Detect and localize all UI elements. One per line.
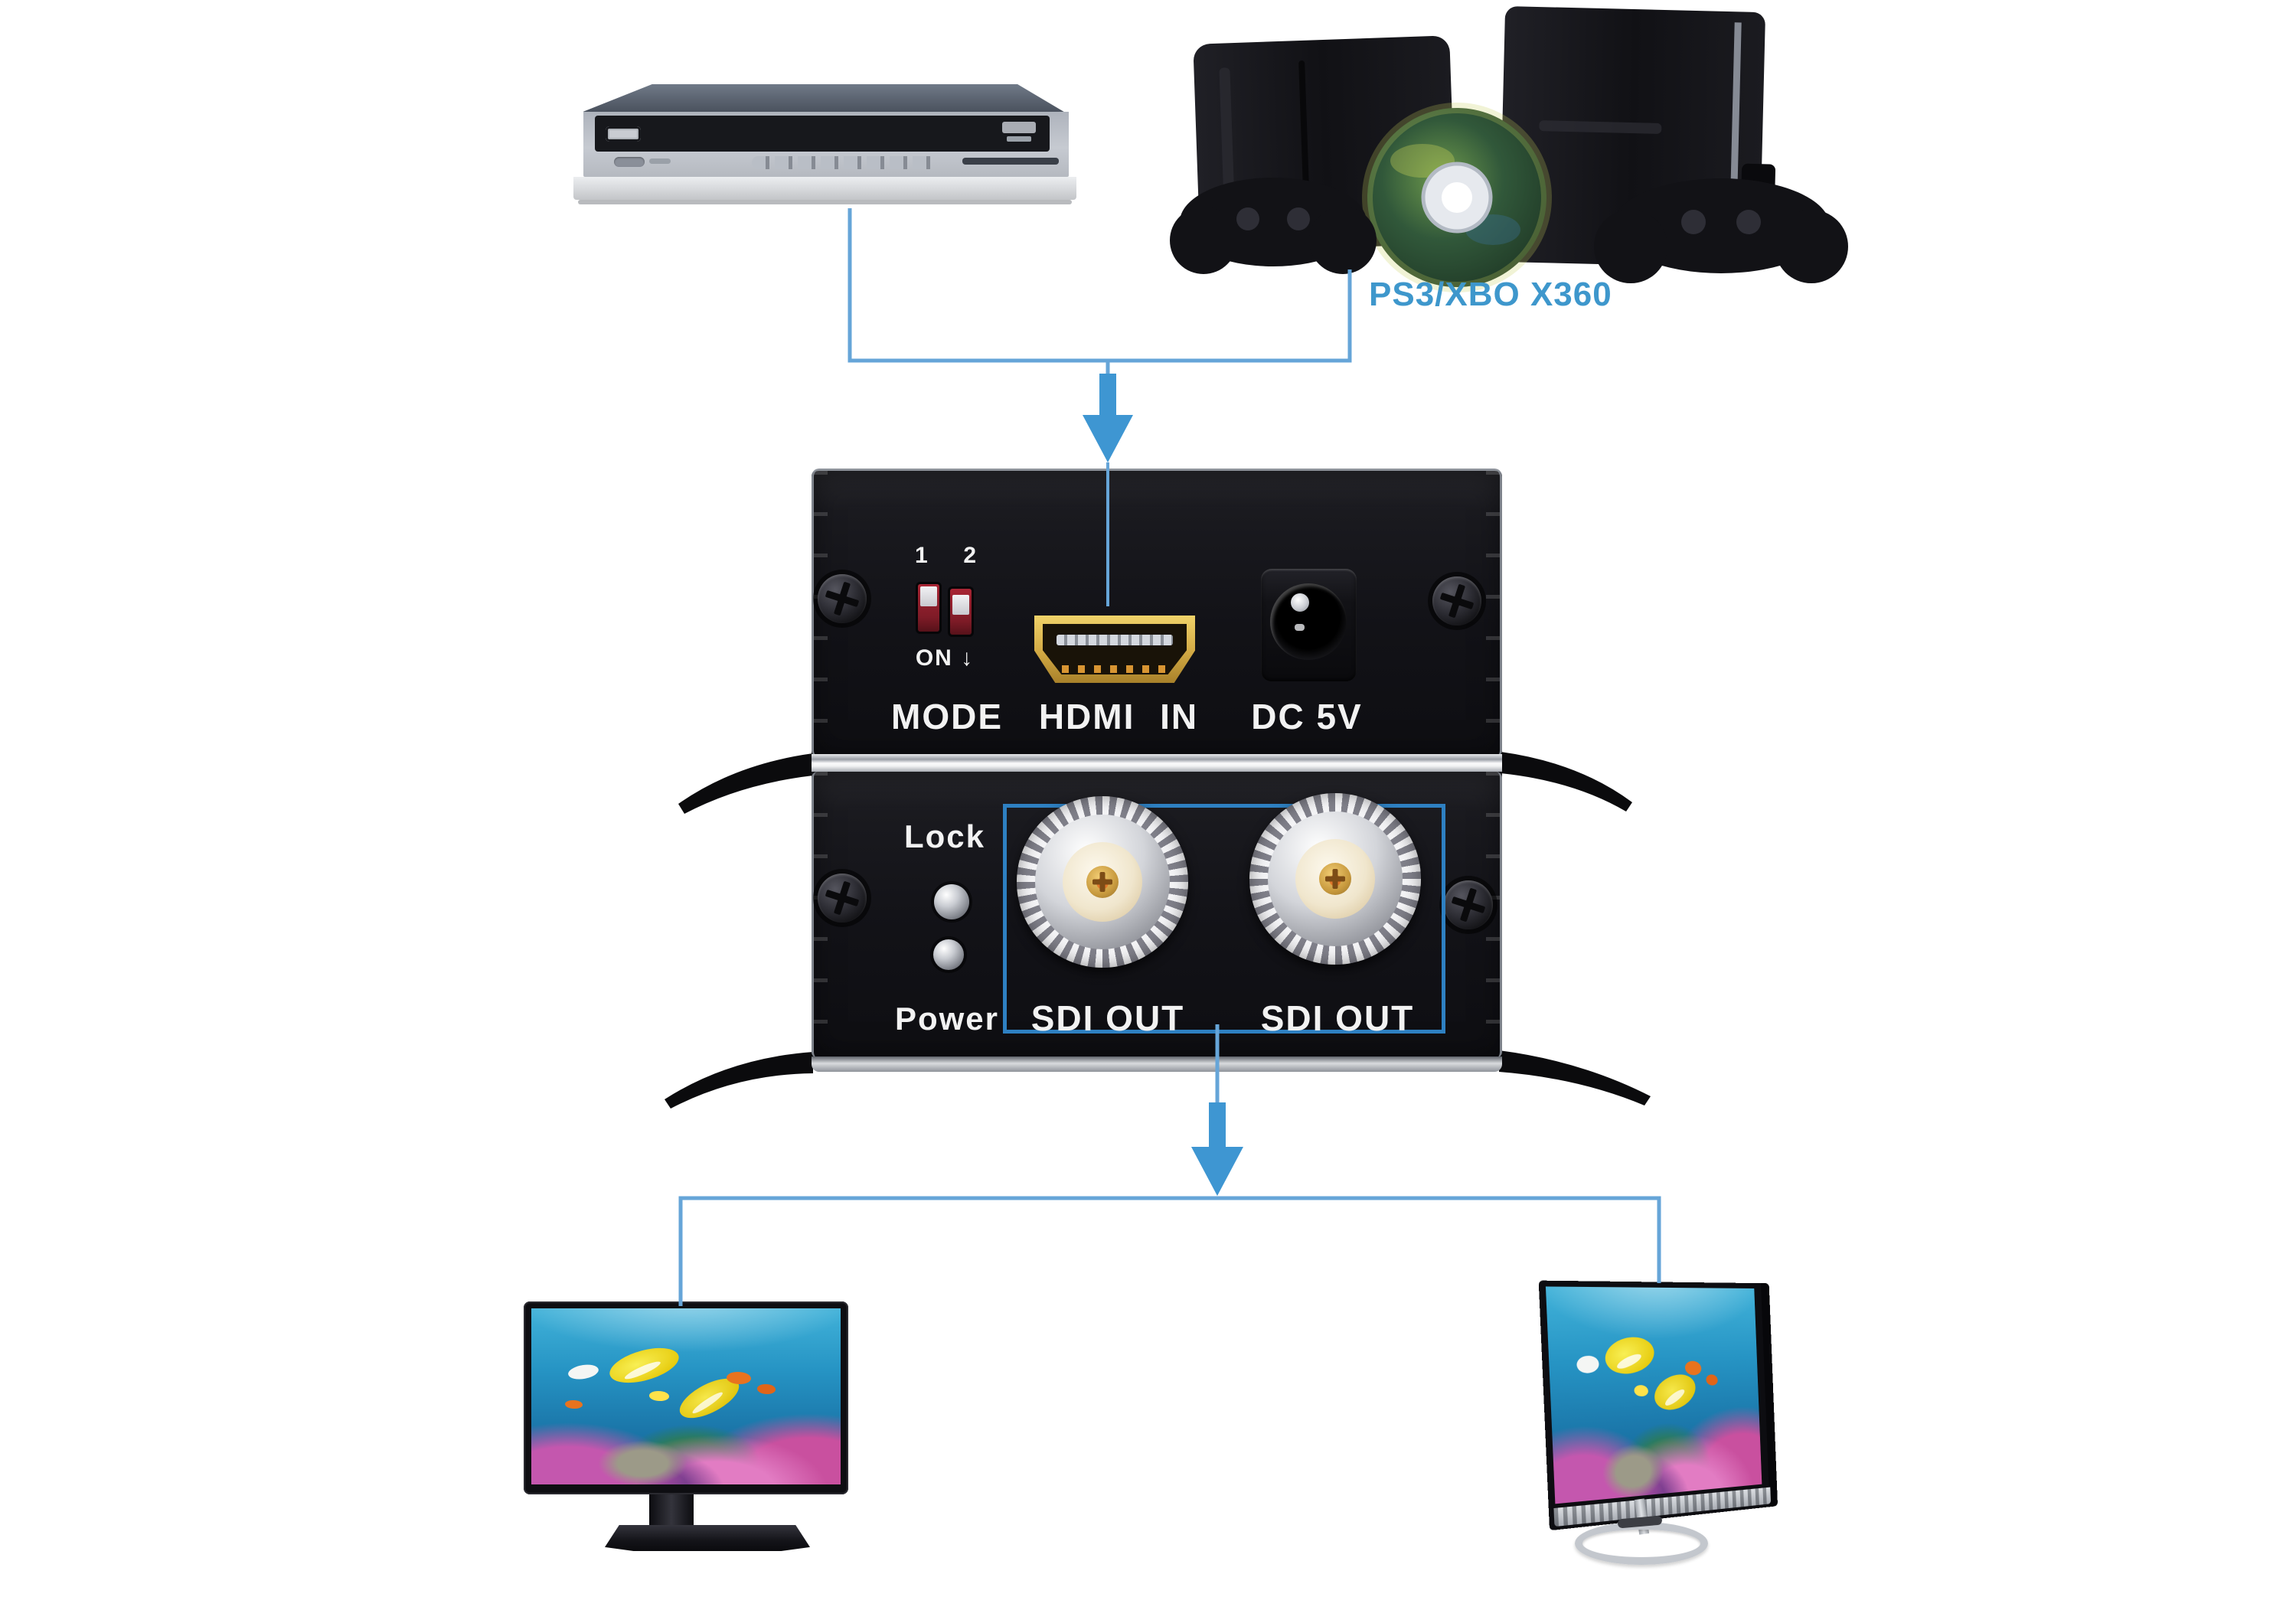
dvd-shadow [578, 200, 1072, 204]
down-arrow-glyph: ↓ [961, 645, 975, 671]
dip-switch-2-slider [952, 595, 969, 615]
bnc-center-pin [1319, 863, 1351, 895]
dip-switch-1-slider [920, 586, 937, 606]
hdmi-in-port [1034, 616, 1195, 683]
converter-input-panel: 1 2 ON ↓ MODE HDMI IN DC 5V [812, 469, 1502, 756]
gamepad-right [1594, 178, 1848, 283]
tv-stand-base [605, 1525, 810, 1551]
hdmi-in-label: HDMI IN [1038, 697, 1199, 736]
power-led [933, 939, 964, 970]
dc-5v-label: DC 5V [1251, 697, 1363, 736]
panel-bottom-rim [812, 1056, 1502, 1072]
ir-sensor [649, 158, 671, 164]
wing-mid-right [1501, 752, 1632, 812]
dip-switch-2 [950, 589, 972, 635]
dvd-top-surface [583, 84, 1064, 112]
sdi-out-connector-1 [1017, 796, 1188, 968]
monitor-right [1535, 1271, 1799, 1573]
sdi-out-label-2: SDI OUT [1260, 998, 1415, 1038]
mode-label: MODE [891, 697, 1003, 736]
panel-divider [812, 754, 1502, 772]
tv-screen [531, 1308, 841, 1484]
bnc-center-pin [1086, 866, 1119, 898]
wing-mid-left [678, 753, 813, 814]
hdmi-pins [1057, 634, 1173, 645]
orange-fish [565, 1399, 583, 1409]
screw [818, 874, 867, 923]
on-text: ON [915, 645, 953, 671]
power-button [614, 157, 645, 167]
screw [818, 574, 867, 623]
dc-jack-pin [1291, 593, 1309, 612]
front-buttons [752, 156, 936, 169]
power-label: Power [894, 1001, 1000, 1037]
scalloped-edge-left [812, 772, 828, 1058]
dip-number-1: 1 [915, 543, 929, 568]
tv-left [524, 1301, 848, 1562]
orange-fish [726, 1371, 751, 1384]
screw [1432, 576, 1481, 625]
dip-switch-numbers: 1 2 [915, 543, 978, 569]
scalloped-edge-right [1486, 471, 1502, 756]
game-disc [1362, 103, 1552, 292]
sdi-out-label-1: SDI OUT [1030, 998, 1185, 1038]
dvb-logo [1002, 122, 1036, 133]
screw [1444, 880, 1493, 929]
wing-bottom-right [1499, 1050, 1651, 1105]
hdmi-contacts [1061, 665, 1168, 673]
sdi-out-connector-2 [1249, 793, 1421, 965]
dc-jack-hole [1270, 583, 1347, 660]
converter-output-panel: Lock Power SDI OUT SDI OUT [812, 772, 1502, 1058]
lock-label: Lock [903, 818, 986, 854]
dvd-display-window [595, 116, 1050, 152]
dvd-front-face [583, 112, 1069, 177]
scalloped-edge-right [1486, 772, 1502, 1058]
dc-power-jack [1261, 569, 1357, 681]
scalloped-edge-left [812, 471, 828, 756]
brand-logo [606, 126, 641, 142]
dvd-base [573, 177, 1076, 200]
lock-led [934, 884, 969, 919]
dip-on-label: ON ↓ [905, 645, 985, 671]
dip-number-2: 2 [963, 543, 978, 568]
dvd-player [573, 42, 1076, 207]
dc-jack-notch [1295, 624, 1305, 631]
dvb-logo-sub [1007, 136, 1031, 142]
dip-switch-1 [918, 584, 939, 632]
small-yellow-fish [648, 1391, 669, 1401]
tv-stand-neck [649, 1494, 694, 1527]
disc-slot [962, 158, 1059, 165]
orange-fish [756, 1383, 776, 1394]
wing-bottom-left [665, 1052, 813, 1109]
sdi-out-highlight-box [1003, 804, 1445, 1034]
consoles-caption: PS3/XBO X360 [1369, 276, 1612, 313]
